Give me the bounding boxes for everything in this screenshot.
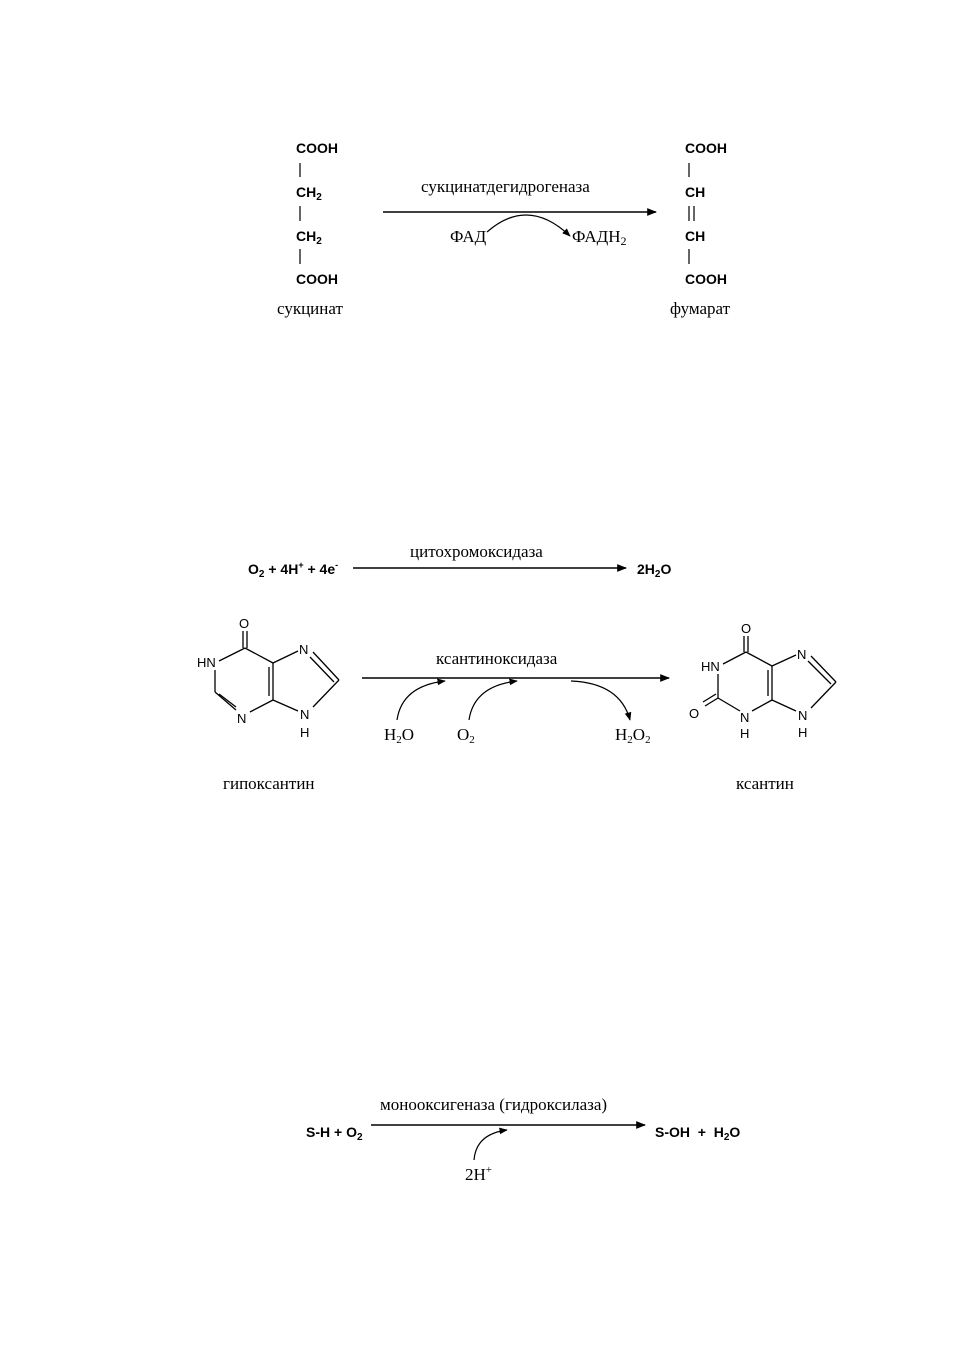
svg-text:N: N: [797, 647, 806, 662]
succinate-name: сукцинат: [277, 299, 343, 318]
xanthine-structure: O HN O N H N N H: [689, 621, 837, 741]
svg-text:CH: CH: [685, 184, 705, 200]
fumarate-name: фумарат: [670, 299, 731, 318]
water-label: H2O: [384, 725, 414, 746]
proton-label: 2H+: [465, 1164, 492, 1184]
svg-text:N: N: [299, 642, 308, 657]
svg-text:N: N: [237, 711, 246, 726]
svg-text:HN: HN: [197, 655, 216, 670]
enzyme-succinate-dehydrogenase: сукцинатдегидрогеназа: [421, 177, 590, 196]
peroxide-output-arrow: [570, 680, 632, 721]
enzyme-cytochrome-oxidase: цитохромоксидаза: [410, 542, 543, 561]
oxygen-reactants: O2 + 4H+ + 4e-: [248, 560, 338, 580]
enzyme-monooxygenase: монооксигеназа (гидроксилаза): [380, 1095, 607, 1114]
hydrogen-peroxide-label: H2O2: [615, 725, 651, 746]
svg-text:O: O: [689, 706, 699, 721]
xanthine-name: ксантин: [736, 774, 794, 793]
fadh2-label: ФАДН2: [572, 227, 627, 248]
fad-reduction-arrow: [486, 214, 571, 237]
svg-text:CH: CH: [685, 228, 705, 244]
svg-text:H: H: [740, 726, 749, 741]
svg-text:COOH: COOH: [296, 140, 338, 156]
fumarate-formula: COOH CH CH COOH: [685, 140, 727, 287]
svg-text:CH2: CH2: [296, 228, 322, 247]
succinate-formula: COOH CH2 CH2 COOH: [296, 140, 338, 287]
svg-text:O: O: [741, 621, 751, 636]
svg-text:N: N: [740, 710, 749, 725]
proton-input-arrow: [473, 1127, 508, 1161]
svg-text:HN: HN: [701, 659, 720, 674]
water-input-arrow: [396, 678, 446, 721]
water-product: 2H2O: [637, 561, 671, 580]
svg-text:CH2: CH2: [296, 184, 322, 203]
monooxygenase-products: S-OH + H2O: [655, 1124, 740, 1143]
fad-label: ФАД: [450, 227, 487, 246]
hypoxanthine-structure: O HN N N N H: [197, 616, 340, 740]
svg-text:H: H: [798, 725, 807, 740]
svg-text:N: N: [300, 707, 309, 722]
svg-text:N: N: [798, 708, 807, 723]
monooxygenase-substrates: S-H + O2: [306, 1124, 363, 1143]
hypoxanthine-name: гипоксантин: [223, 774, 315, 793]
svg-text:COOH: COOH: [296, 271, 338, 287]
oxygen-label: O2: [457, 725, 475, 746]
svg-text:H: H: [300, 725, 309, 740]
oxygen-input-arrow: [468, 678, 518, 721]
enzyme-xanthine-oxidase: ксантиноксидаза: [436, 649, 558, 668]
svg-text:COOH: COOH: [685, 140, 727, 156]
svg-text:O: O: [239, 616, 249, 631]
svg-text:COOH: COOH: [685, 271, 727, 287]
